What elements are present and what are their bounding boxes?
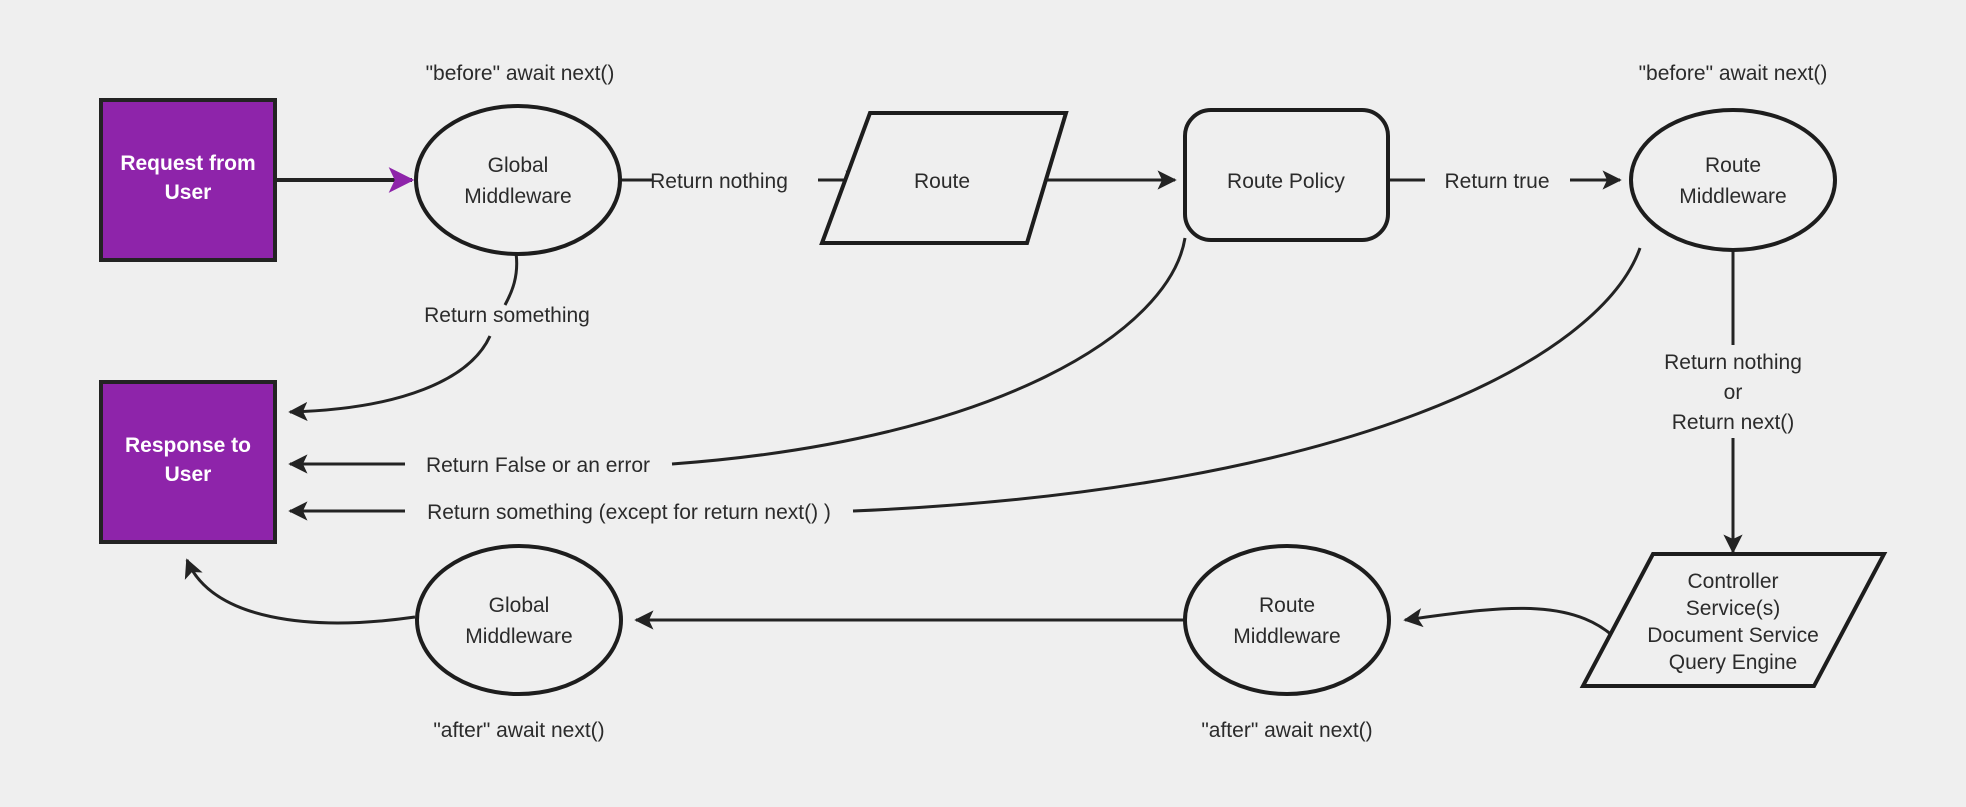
edge-label-return-next: Return next() <box>1672 411 1795 434</box>
controller-line3: Document Service <box>1647 624 1819 647</box>
node-controller-services[interactable]: Controller Service(s) Document Service Q… <box>1579 552 1888 688</box>
edge-label-return-true: Return true <box>1444 170 1549 193</box>
node-route-middleware-bottom[interactable]: Route Middleware <box>1183 544 1391 696</box>
terminal-request-from-user[interactable]: Request from User <box>99 98 277 262</box>
global-middleware-top-line1: Global <box>488 154 549 177</box>
route-label: Route <box>914 170 970 193</box>
controller-line2: Service(s) <box>1686 597 1781 620</box>
edge-label-or: or <box>1724 381 1743 404</box>
annotation-after-await-next-global: "after" await next() <box>433 719 604 742</box>
edge-label-return-nothing: Return nothing <box>650 170 788 193</box>
edge-global-middleware-bottom-to-response <box>184 558 416 625</box>
edge-global-middleware-to-response: Return something <box>288 252 590 422</box>
node-global-middleware-bottom[interactable]: Global Middleware <box>415 544 623 696</box>
controller-line4: Query Engine <box>1669 651 1797 674</box>
response-label-line2: User <box>165 463 212 486</box>
controller-line1: Controller <box>1687 570 1778 593</box>
route-middleware-bottom-line1: Route <box>1259 594 1315 617</box>
annotation-before-await-next-global: "before" await next() <box>426 62 615 85</box>
edge-label-return-nothing-2: Return nothing <box>1664 351 1802 374</box>
edge-label-return-something-except-next: Return something (except for return next… <box>427 501 831 524</box>
node-global-middleware-top[interactable]: Global Middleware <box>414 104 622 256</box>
edge-route-middleware-to-response: Return something (except for return next… <box>288 247 1642 524</box>
terminal-response-to-user[interactable]: Response to User <box>99 380 277 544</box>
global-middleware-top-line2: Middleware <box>464 185 571 208</box>
edge-route-middleware-to-controller: Return nothing or Return next() <box>1664 248 1802 554</box>
node-route-middleware-top[interactable]: Route Middleware <box>1629 108 1837 252</box>
edge-controller-to-route-middleware-bottom <box>1403 606 1625 647</box>
edge-route-policy-to-route-middleware: Return true <box>1388 170 1622 193</box>
global-middleware-bottom-line1: Global <box>489 594 550 617</box>
route-middleware-bottom-line2: Middleware <box>1233 625 1340 648</box>
route-middleware-top-line2: Middleware <box>1679 185 1786 208</box>
request-label-line1: Request from <box>120 152 255 175</box>
route-policy-label: Route Policy <box>1227 170 1345 193</box>
node-route-policy[interactable]: Route Policy <box>1183 108 1390 242</box>
edge-global-middleware-to-route: Return nothing <box>620 170 865 193</box>
request-label-line2: User <box>165 181 212 204</box>
edge-label-return-something: Return something <box>424 304 590 327</box>
response-label-line1: Response to <box>125 434 251 457</box>
annotation-after-await-next-route-mw: "after" await next() <box>1201 719 1372 742</box>
route-middleware-top-line1: Route <box>1705 154 1761 177</box>
edge-label-return-false-or-error: Return False or an error <box>426 454 650 477</box>
node-route[interactable]: Route <box>819 111 1069 245</box>
edge-route-policy-to-response: Return False or an error <box>288 237 1187 477</box>
global-middleware-bottom-line2: Middleware <box>465 625 572 648</box>
annotation-before-await-next-route-mw: "before" await next() <box>1639 62 1828 85</box>
